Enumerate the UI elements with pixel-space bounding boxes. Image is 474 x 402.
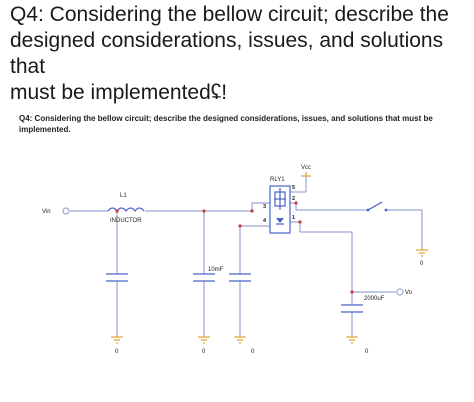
question-line-2: designed considerations, issues, and sol…: [10, 29, 444, 52]
question-line-4: must be implementedʢ!: [10, 81, 228, 104]
question-heading: Q4: Considering the bellow circuit; desc…: [10, 2, 466, 106]
relay-pin-1: 1: [292, 215, 295, 221]
relay-pin-5: 5: [292, 185, 295, 191]
ground-label: 0: [202, 349, 206, 355]
ground-label: 0: [365, 349, 369, 355]
capacitor-relay-icon: [229, 273, 251, 282]
switch-icon: [366, 201, 388, 212]
node-dot: [250, 209, 254, 213]
question-subtext: Q4: Considering the bellow circuit; desc…: [19, 114, 433, 134]
relay-pin-4: 4: [263, 218, 267, 224]
inductor-coil-icon: [107, 207, 145, 212]
ground-icon: [198, 336, 210, 344]
vcc-label: Vcc: [301, 165, 311, 171]
vo-label: Vo: [405, 290, 413, 296]
vin-label: Vin: [42, 209, 51, 215]
wires: [70, 176, 423, 337]
vin-terminal-icon: [62, 207, 70, 215]
capacitor-left-icon: [106, 273, 128, 282]
node-dot: [298, 220, 302, 224]
ground-icon: [111, 336, 123, 344]
ground-icon: [416, 249, 428, 257]
question-line-1: Q4: Considering the bellow circuit; desc…: [10, 3, 449, 26]
ground-label: 0: [115, 349, 119, 355]
node-dot: [115, 209, 119, 213]
relay-label: RLY1: [270, 177, 285, 183]
vo-terminal-icon: [396, 288, 404, 296]
inductor-label: INDUCTOR: [110, 218, 142, 224]
ground-label: 0: [251, 349, 255, 355]
relay-pin-2: 2: [292, 196, 295, 202]
cap1-label: 10mF: [208, 267, 224, 273]
node-dot: [238, 224, 242, 228]
relay-icon: [269, 185, 291, 234]
node-dot: [294, 201, 298, 205]
question-line-3: that: [10, 55, 46, 78]
l1-label: L1: [120, 193, 127, 199]
node-dot: [202, 209, 206, 213]
capacitor-2000uf-icon: [341, 304, 363, 313]
relay-pin-3: 3: [263, 204, 266, 210]
node-dot: [350, 290, 354, 294]
vcc-arrow-icon: [301, 172, 311, 177]
ground-label: 0: [420, 261, 424, 267]
ground-icon: [346, 336, 358, 344]
cap2-label: 2000uF: [364, 296, 385, 302]
capacitor-10mf-icon: [193, 273, 215, 282]
ground-icon: [234, 336, 246, 344]
